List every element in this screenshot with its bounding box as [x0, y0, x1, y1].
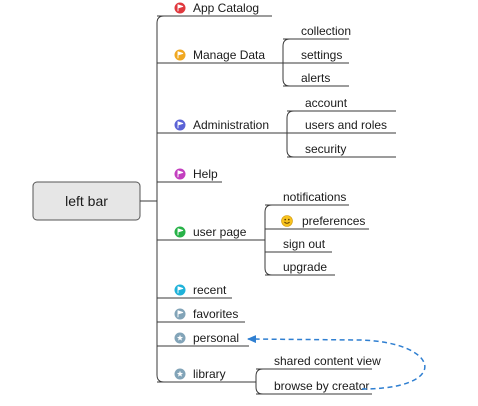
sub-spine-line [255, 368, 264, 395]
flag-icon [174, 168, 186, 180]
branch-label: recent [193, 283, 227, 297]
subtopic-label: settings [301, 48, 342, 62]
branch-label: Manage Data [193, 48, 265, 62]
branch-library[interactable]: library shared content view browse by crea… [157, 354, 381, 395]
subtopic-users-and-roles[interactable]: users and roles [287, 118, 396, 134]
flag-icon [174, 49, 186, 61]
branch-recent[interactable]: recent [157, 283, 232, 299]
branch-label: favorites [193, 307, 238, 321]
subtopic-settings[interactable]: settings [283, 48, 349, 64]
flag-icon [174, 119, 186, 131]
subtopic-label: account [305, 96, 348, 110]
flag-icon [174, 284, 186, 296]
flag-icon [174, 308, 186, 320]
main-spine-line [156, 15, 165, 383]
star-icon [174, 368, 186, 380]
subtopic-preferences[interactable]: preferences [265, 214, 369, 230]
branch-user-page[interactable]: user page notifications preferences sign ou… [157, 190, 369, 276]
sub-spine-line [264, 204, 273, 276]
subtopic-collection[interactable]: collection [283, 24, 351, 40]
subtopic-label: collection [301, 24, 351, 38]
subtopic-label: alerts [301, 71, 330, 85]
branch-label: App Catalog [193, 1, 259, 15]
subtopic-security[interactable]: security [287, 142, 396, 158]
flag-icon [174, 226, 186, 238]
root-node-label: left bar [65, 193, 108, 209]
subtopic-label: preferences [302, 214, 365, 228]
star-icon [174, 332, 186, 344]
flag-icon [174, 2, 186, 14]
subtopic-browse-by-creator[interactable]: browse by creator [256, 379, 372, 395]
branch-label: Administration [193, 118, 269, 132]
subtopic-upgrade[interactable]: upgrade [265, 260, 335, 276]
relationship-arrow[interactable] [247, 335, 426, 390]
branch-administration[interactable]: Administration account users and roles secu… [157, 96, 396, 158]
sub-spine-line [286, 110, 295, 158]
subtopic-label: shared content view [274, 354, 381, 368]
subtopic-account[interactable]: account [287, 96, 396, 112]
subtopic-shared-content-view[interactable]: shared content view [256, 354, 381, 370]
branch-label: user page [193, 225, 247, 239]
branch-favorites[interactable]: favorites [157, 307, 245, 323]
subtopic-alerts[interactable]: alerts [283, 71, 349, 87]
branch-label: library [193, 367, 226, 381]
subtopic-label: security [305, 142, 346, 156]
branch-app-catalog[interactable]: App Catalog [157, 1, 272, 17]
branch-label: Help [193, 167, 218, 181]
subtopic-sign-out[interactable]: sign out [265, 237, 332, 253]
subtopic-label: users and roles [305, 118, 387, 132]
branch-personal[interactable]: personal [157, 331, 249, 347]
subtopic-label: sign out [283, 237, 326, 251]
subtopic-label: upgrade [283, 260, 327, 274]
subtopic-label: browse by creator [274, 379, 369, 393]
smiley-icon [281, 215, 293, 227]
subtopic-notifications[interactable]: notifications [265, 190, 349, 206]
root-node[interactable]: left bar [32, 181, 141, 221]
branch-manage-data[interactable]: Manage Data collection settings alerts [157, 24, 351, 87]
branch-help[interactable]: Help [157, 167, 222, 183]
subtopic-label: notifications [283, 190, 346, 204]
branch-label: personal [193, 331, 239, 345]
